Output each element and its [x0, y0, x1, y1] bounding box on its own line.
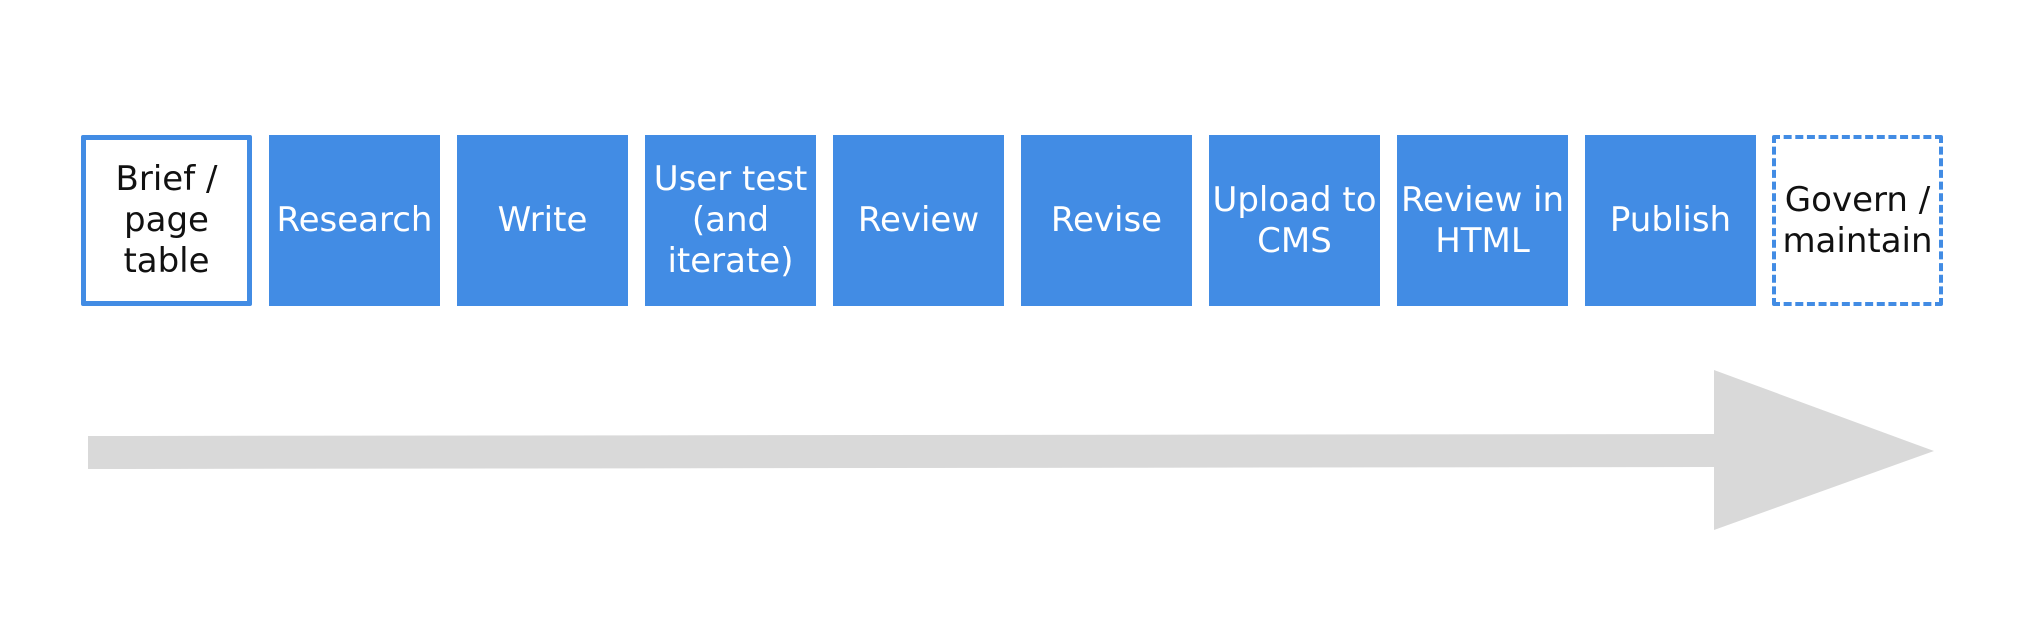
step-write: Write	[457, 135, 628, 306]
step-label: User test (and iterate)	[653, 159, 808, 281]
step-label: Publish	[1609, 200, 1732, 240]
step-label: Write	[497, 200, 588, 240]
step-label: Review	[857, 200, 980, 240]
step-research: Research	[269, 135, 440, 306]
step-label: Revise	[1050, 200, 1163, 240]
step-revise: Revise	[1021, 135, 1192, 306]
arrow-shape	[88, 370, 1934, 530]
step-label: Upload to CMS	[1212, 179, 1377, 261]
step-review-in-html: Review in HTML	[1397, 135, 1568, 306]
step-brief-page-table: Brief / page table	[81, 135, 252, 306]
step-label: Govern / maintain	[1782, 179, 1933, 261]
step-publish: Publish	[1585, 135, 1756, 306]
step-label: Research	[276, 200, 433, 240]
step-upload-to-cms: Upload to CMS	[1209, 135, 1380, 306]
step-govern-maintain: Govern / maintain	[1772, 135, 1943, 306]
step-label: Review in HTML	[1400, 179, 1565, 261]
step-review: Review	[833, 135, 1004, 306]
step-label: Brief / page table	[115, 159, 218, 281]
step-user-test: User test (and iterate)	[645, 135, 816, 306]
